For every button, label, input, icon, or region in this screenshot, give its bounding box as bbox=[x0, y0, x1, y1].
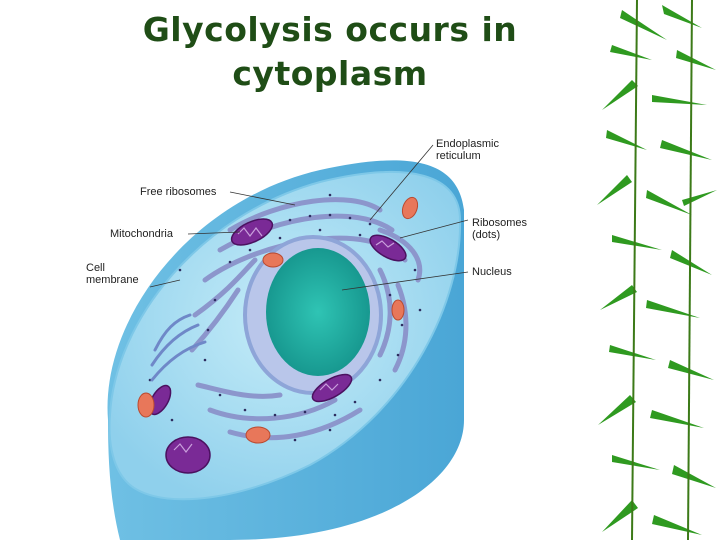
golgi-stack bbox=[150, 313, 207, 382]
slide-title: Glycolysis occurs in cytoplasm bbox=[60, 8, 600, 96]
nucleus bbox=[266, 248, 370, 376]
cell-diagram: Endoplasmic reticulum Free ribosomes Mit… bbox=[80, 120, 548, 540]
label-ribosomes: Ribosomes (dots) bbox=[472, 217, 527, 241]
label-free-ribosomes: Free ribosomes bbox=[140, 186, 217, 198]
label-cell-membrane: Cell membrane bbox=[86, 262, 139, 286]
mitochondria bbox=[148, 218, 407, 474]
label-ribosomes-line-2: (dots) bbox=[472, 229, 501, 241]
label-er-line-1: Endoplasmic bbox=[436, 138, 499, 150]
label-membrane-line-1: Cell bbox=[86, 262, 105, 274]
lysosomes bbox=[137, 196, 419, 444]
label-endoplasmic-reticulum: Endoplasmic reticulum bbox=[436, 138, 499, 162]
title-line-2: cytoplasm bbox=[232, 54, 428, 93]
label-ribosomes-line-1: Ribosomes bbox=[472, 217, 528, 229]
label-membrane-line-2: membrane bbox=[86, 274, 139, 286]
label-er-line-2: reticulum bbox=[436, 150, 481, 162]
label-nucleus: Nucleus bbox=[472, 266, 512, 278]
label-mitochondria: Mitochondria bbox=[110, 228, 173, 240]
bamboo-decoration bbox=[597, 0, 717, 540]
title-line-1: Glycolysis occurs in bbox=[142, 10, 518, 49]
